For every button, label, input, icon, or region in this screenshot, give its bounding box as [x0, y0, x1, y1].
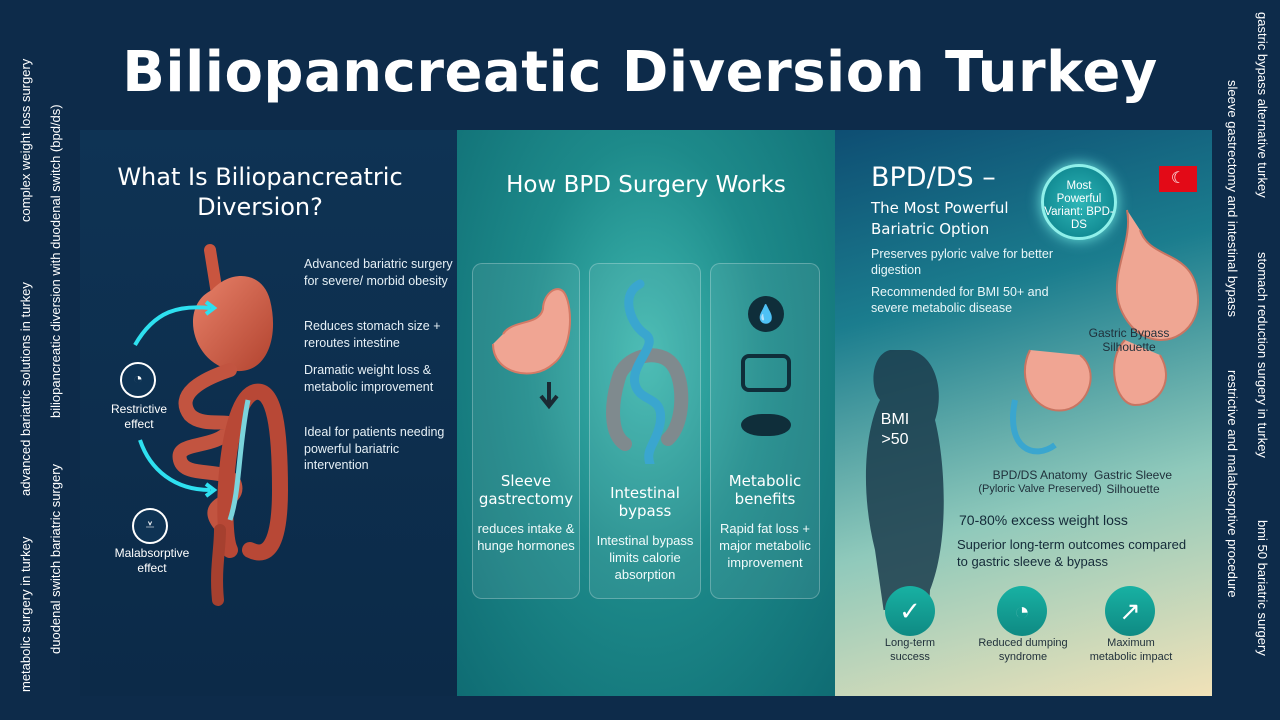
bullet: Ideal for patients needing powerful bari… — [304, 425, 445, 472]
sleeve-stomach-icon — [492, 288, 571, 410]
card-text: reduces intake & hunge hormones — [477, 521, 575, 553]
variant-badge: Most Powerful Variant: BPD-DS — [1041, 164, 1117, 240]
intestine-icon — [606, 279, 689, 464]
bpd-anatomy-label: BPD/DS Anatomy — [992, 468, 1088, 482]
bullet: Advanced bariatric surgery for severe/ m… — [304, 257, 453, 288]
side-keyword: advanced bariatric solutions in turkey — [18, 282, 33, 496]
stomach-icon: ◔ — [120, 362, 156, 398]
benefit-label: Reduced dumping syndrome — [978, 637, 1068, 663]
card-bypass: Intestinal bypass Intestinal bypass limi… — [589, 263, 701, 599]
eye-icon — [741, 414, 791, 436]
outcomes-stat: Superior long-term outcomes compared to … — [957, 537, 1187, 569]
absorb-icon: ⩡ — [132, 508, 168, 544]
card-sleeve: Sleeve gastrectomy reduces intake & hung… — [472, 263, 580, 599]
stomach-icon: ◔ — [997, 586, 1047, 636]
droplet-icon: 💧 — [748, 296, 784, 332]
weight-loss-stat: 70-80% excess weight loss — [959, 512, 1128, 528]
digestive-illustration — [133, 244, 289, 606]
card-title: Metabolic benefits — [728, 472, 802, 508]
bullet: Reduces stomach size + reroutes intestin… — [304, 319, 441, 350]
side-keyword: restrictive and malabsorptive procedure — [1225, 370, 1240, 598]
restrictive-label: Restrictive effect — [110, 402, 167, 431]
side-keyword: duodenal switch bariatric surgery — [48, 463, 63, 654]
gastric-sleeve-label: Gastric Sleeve Silhouette — [1093, 468, 1173, 496]
panel3-subheading: The Most Powerful Bariatric Option — [871, 199, 1009, 238]
bmi-label: BMI >50 — [880, 411, 910, 448]
benefit-label: Maximum metabolic impact — [1089, 637, 1173, 663]
stomach-illustrations — [865, 209, 1200, 610]
how-it-works-panel: How BPD Surgery Works Sleeve gastrectomy… — [457, 130, 835, 696]
side-keyword: metabolic surgery in turkey — [18, 536, 33, 692]
bpd-ds-panel: BPD/DS – The Most Powerful Bariatric Opt… — [835, 130, 1212, 696]
card-text: Rapid fat loss + major metabolic improve… — [719, 521, 811, 570]
pyloric-note: Preserves pyloric valve for better diges… — [871, 247, 1054, 277]
side-keyword: sleeve gastrectomy and intestinal bypass — [1225, 80, 1240, 318]
side-keyword: stomach reduction surgery in turkey — [1255, 252, 1270, 458]
bpd-anatomy-sublabel: (Pyloric Valve Preserved) — [978, 483, 1102, 495]
side-keyword: gastric bypass alternative turkey — [1255, 12, 1270, 198]
card-text: Intestinal bypass limits calorie absorpt… — [596, 533, 694, 582]
panel1-title: What Is Biliopancreatric Diversion? — [117, 163, 403, 221]
side-keyword: bmi 50 bariatric surgery — [1255, 520, 1270, 656]
side-keyword: complex weight loss surgery — [18, 58, 33, 222]
bmi-note: Recommended for BMI 50+ and severe metab… — [871, 285, 1049, 315]
side-keyword: biliopancreatic diversion with duodenal … — [48, 104, 63, 418]
card-metabolic: 💧 Metabolic benefits Rapid fat loss + ma… — [710, 263, 820, 599]
card-title: Intestinal bypass — [610, 484, 680, 520]
turkey-flag-icon: ☾ — [1159, 166, 1197, 192]
card-title: Sleeve gastrectomy — [478, 472, 574, 508]
benefit-label: Long-term success — [884, 637, 936, 663]
malabsorptive-label: Malabsorptive effect — [114, 546, 190, 575]
check-icon: ✓ — [885, 586, 935, 636]
gastric-bypass-label: Gastric Bypass Silhouette — [1088, 326, 1170, 354]
scale-icon — [741, 354, 791, 392]
page-title: Biliopancreatic Diversion Turkey — [122, 40, 1158, 105]
chart-up-icon: ↗ — [1105, 586, 1155, 636]
what-is-bpd-panel: What Is Biliopancreatric Diversion? ◔ Re… — [80, 130, 457, 696]
bullet: Dramatic weight loss & metabolic improve… — [304, 363, 434, 394]
panel2-title: How BPD Surgery Works — [506, 172, 786, 198]
panel3-heading: BPD/DS – — [871, 162, 996, 193]
